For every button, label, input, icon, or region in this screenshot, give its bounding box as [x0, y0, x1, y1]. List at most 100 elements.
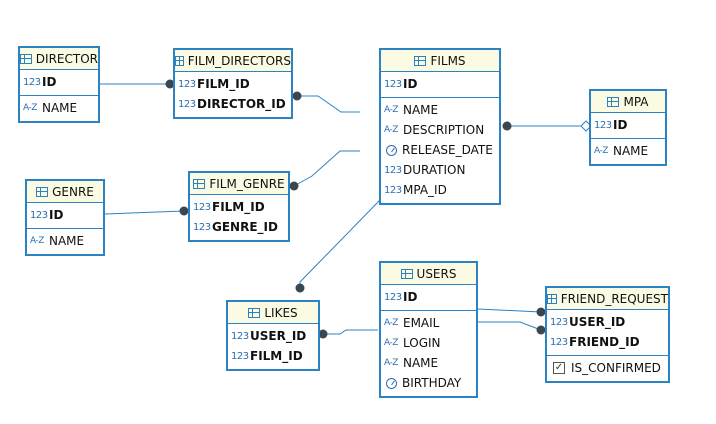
column-row[interactable]: BIRTHDAY [381, 373, 476, 393]
relationship-line[interactable] [293, 150, 360, 187]
table-icon [20, 53, 32, 64]
text-type-icon: A-Z [384, 358, 398, 368]
table-header[interactable]: FRIEND_REQUEST [547, 288, 668, 310]
table-header[interactable]: DIRECTOR [20, 48, 98, 70]
relationship-line[interactable] [104, 210, 185, 215]
column-name: ID [403, 77, 418, 91]
column-row[interactable]: RELEASE_DATE [381, 140, 499, 160]
table-icon [248, 307, 261, 318]
date-type-icon [386, 377, 397, 389]
number-type-icon: 123 [384, 78, 402, 90]
number-type-icon: 123 [23, 76, 41, 88]
column-row[interactable]: ✓ IS_CONFIRMED [547, 358, 668, 378]
relationship-line[interactable] [299, 199, 381, 288]
table-icon [547, 293, 557, 304]
column-name: DIRECTOR_ID [197, 97, 286, 111]
column-name: BIRTHDAY [402, 376, 462, 390]
relationship-endpoint-dot [179, 206, 189, 216]
column-name: RELEASE_DATE [402, 143, 493, 157]
table-title: MPA [623, 94, 649, 109]
relationship-line[interactable] [478, 321, 542, 331]
text-type-icon: A-Z [384, 318, 398, 328]
table-header[interactable]: GENRE [27, 181, 103, 203]
table-header[interactable]: FILM_GENRE [190, 173, 288, 195]
table-header[interactable]: FILM_DIRECTORS [175, 50, 291, 72]
table-icon [607, 96, 620, 107]
table-title: USERS [416, 266, 457, 281]
text-type-icon: A-Z [30, 236, 44, 246]
number-type-icon: 123 [384, 164, 402, 176]
table-title: FILMS [430, 53, 466, 68]
relationship-endpoint-dot [536, 325, 546, 335]
table-header[interactable]: USERS [381, 263, 476, 285]
column-name: FRIEND_ID [569, 335, 640, 349]
relationship-endpoint-dot [295, 283, 305, 293]
column-name: FILM_ID [250, 349, 303, 363]
number-type-icon: 123 [178, 98, 196, 110]
column-name: FILM_ID [212, 200, 265, 214]
column-name: ID [403, 290, 418, 304]
table-header[interactable]: MPA [591, 91, 665, 113]
text-type-icon: A-Z [384, 105, 398, 115]
column-name: NAME [403, 103, 439, 117]
column-name: IS_CONFIRMED [571, 361, 661, 375]
relationship-line[interactable] [323, 329, 378, 335]
number-type-icon: 123 [193, 221, 211, 233]
relationship-line[interactable] [477, 308, 542, 313]
column-row[interactable]: A-Z NAME [381, 100, 499, 120]
text-type-icon: A-Z [594, 146, 608, 156]
checkbox-type-icon: ✓ [553, 362, 565, 374]
column-name: DURATION [403, 163, 466, 177]
column-name: LOGIN [403, 336, 441, 350]
table-header[interactable]: FILMS [381, 50, 499, 72]
number-type-icon: 123 [550, 336, 568, 348]
number-type-icon: 123 [231, 350, 249, 362]
relationship-endpoint-dot [502, 121, 512, 131]
text-type-icon: A-Z [384, 338, 398, 348]
relationship-line[interactable] [297, 95, 360, 113]
column-row[interactable]: A-Z LOGIN [381, 333, 476, 353]
table-header[interactable]: LIKES [228, 302, 318, 324]
relationship-endpoint-dot [536, 307, 546, 317]
table-icon [36, 186, 49, 197]
